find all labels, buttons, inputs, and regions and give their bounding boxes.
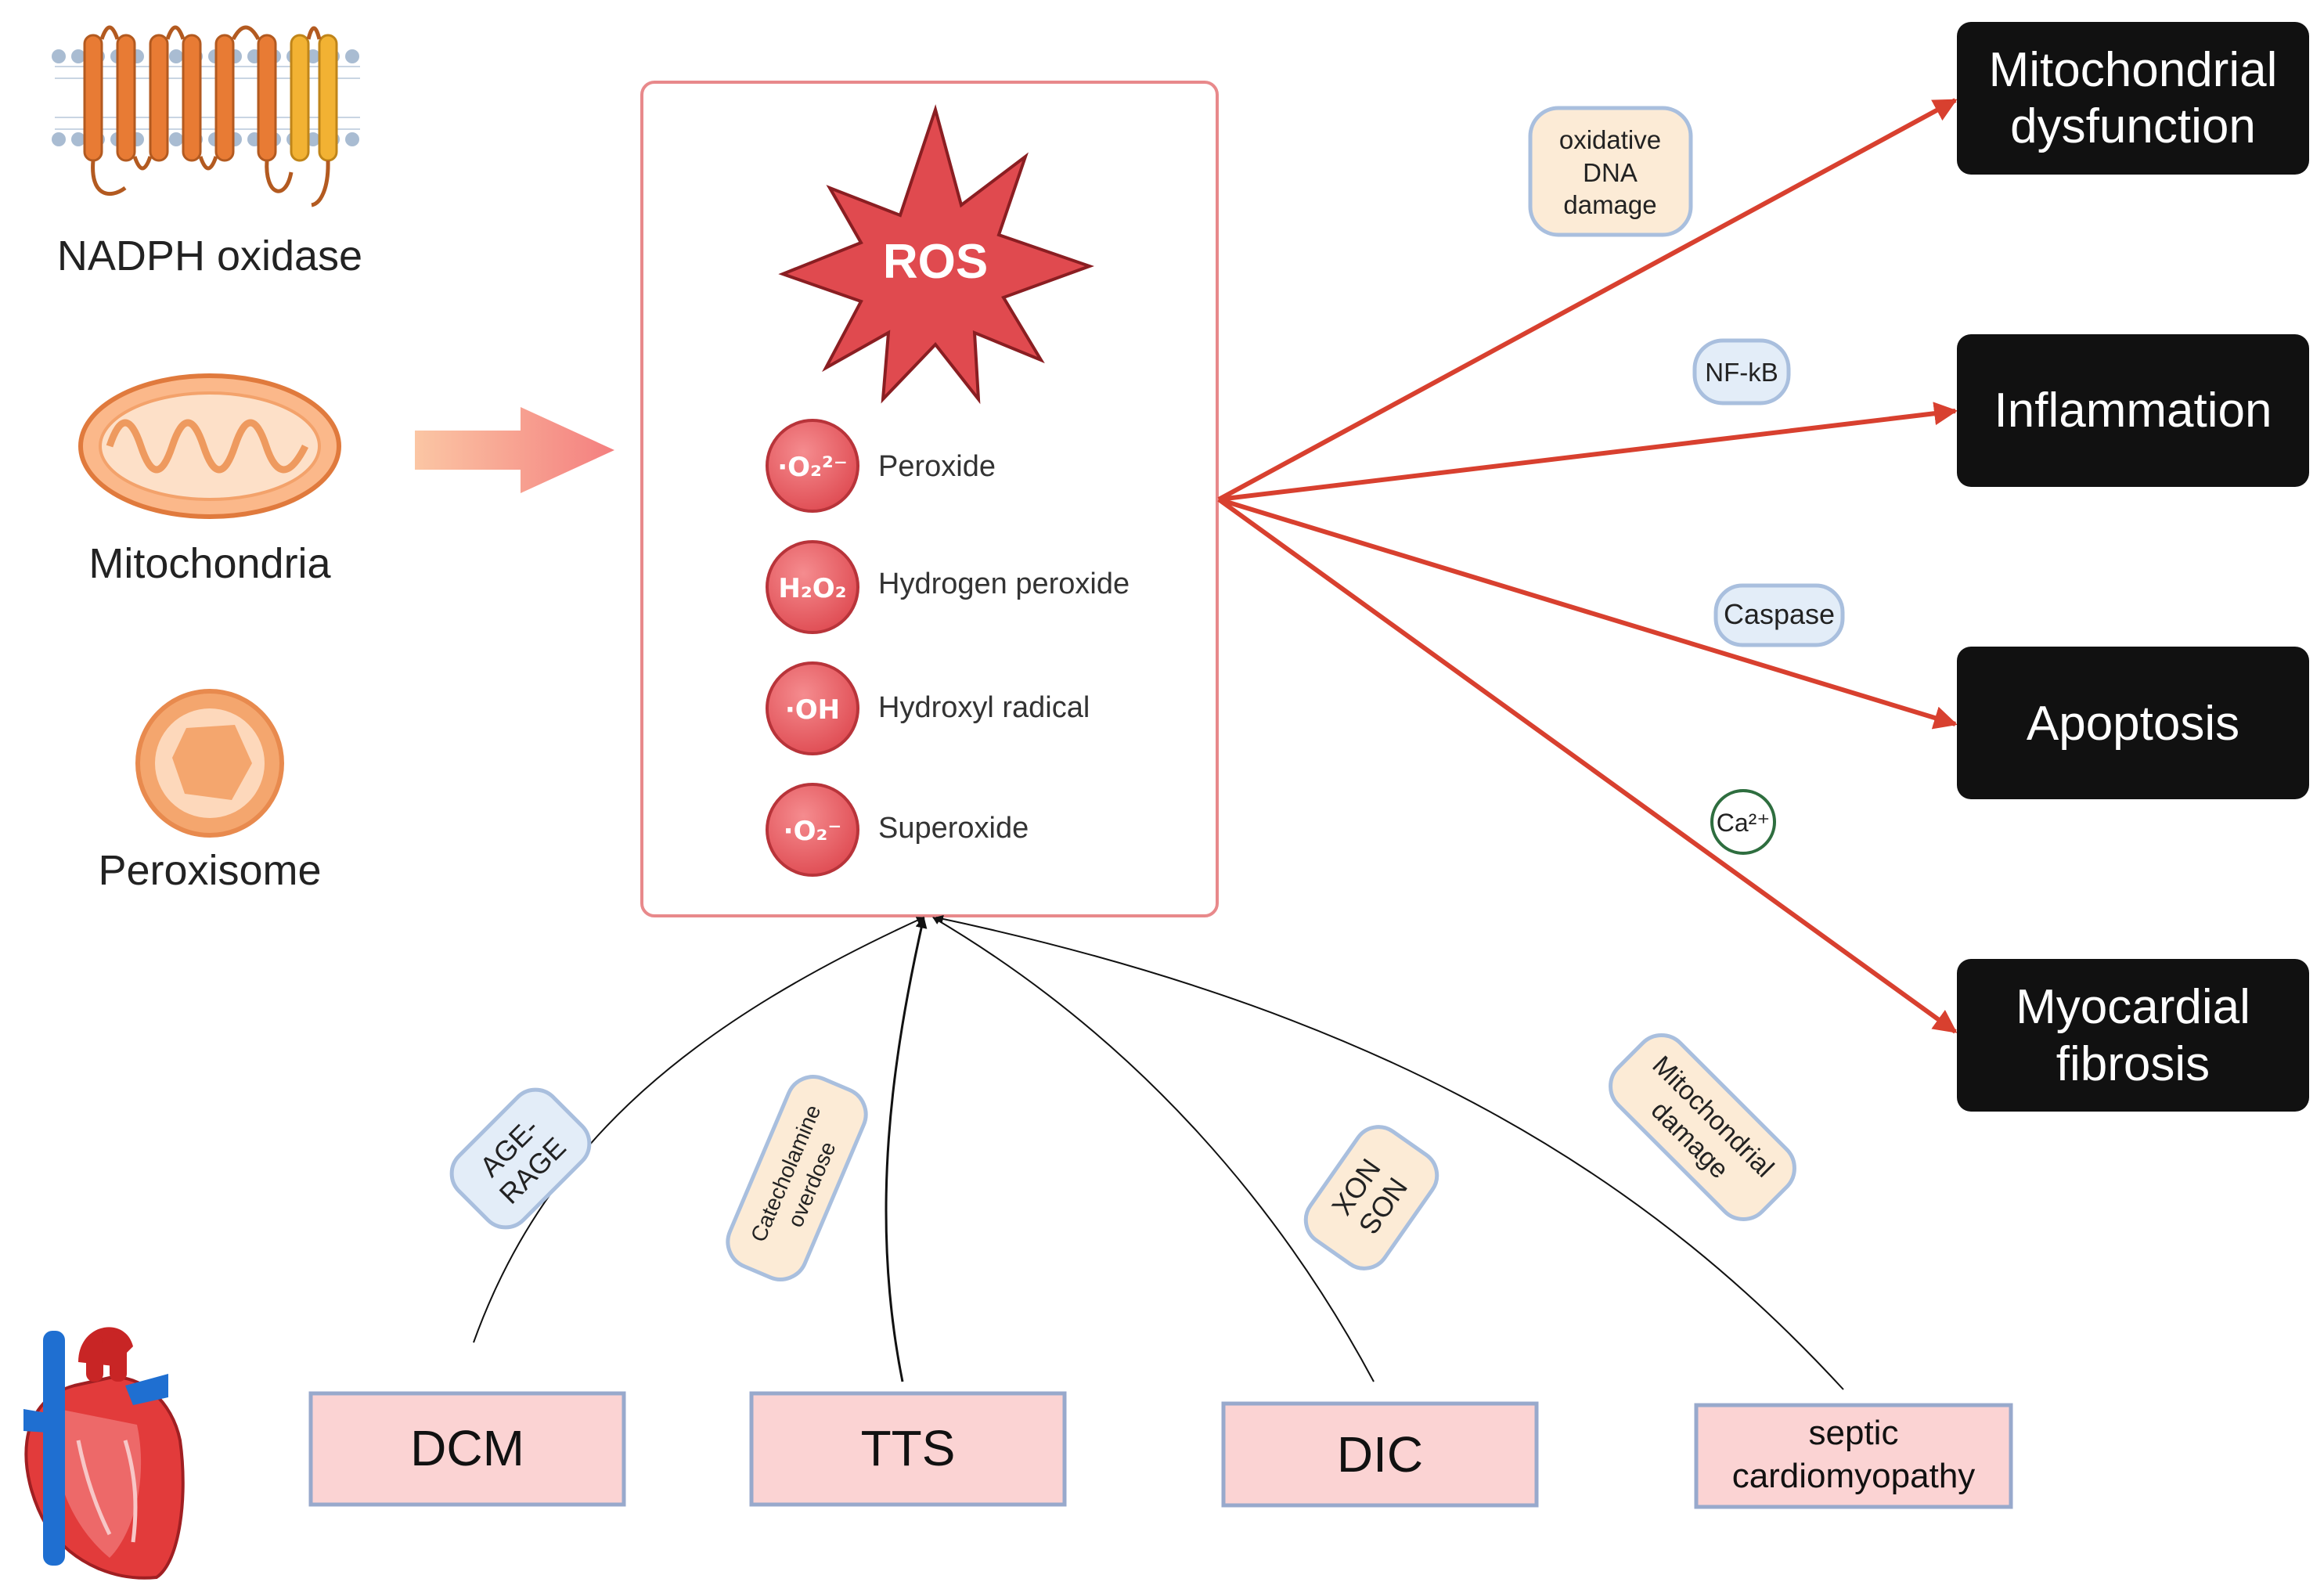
peroxide-label: Peroxide [878,450,996,483]
nadph-oxidase-label: NADPH oxidase [57,232,362,279]
svg-text:damage: damage [1563,190,1656,219]
species-superoxide: ·O₂⁻ Superoxide [766,783,1029,877]
cause-septic-cardiomyopathy: septic cardiomyopathy [1694,1403,2013,1509]
svg-text:·O₂⁻: ·O₂⁻ [784,816,842,847]
pill-calcium: Ca²⁺ [1710,789,1776,855]
hydrogen-peroxide-badge [766,540,859,634]
svg-text:Inflammation: Inflammation [1994,384,2272,438]
species-peroxide: ·O₂²⁻ Peroxide [766,419,996,513]
outcome-inflammation: Inflammation [1957,334,2309,487]
heart-icon [23,1327,185,1580]
arrow-to-myocardial-fibrosis [1217,497,1958,1034]
svg-text:Caspase: Caspase [1724,598,1835,630]
mitochondria-icon [78,373,341,519]
svg-text:·O₂²⁻: ·O₂²⁻ [777,452,848,483]
svg-text:DNA: DNA [1583,158,1638,187]
pill-nos-nox: NOS NOX [1303,1125,1439,1270]
pill-caspase: Caspase [1713,583,1845,647]
svg-text:oxidative: oxidative [1559,125,1661,154]
svg-text:·OH: ·OH [785,694,840,726]
outcome-mitochondrial-dysfunction: Mitochondrial dysfunction [1957,22,2309,175]
arrow-septic-to-ros [935,914,1844,1390]
peroxisome-icon [135,689,284,838]
nadph-oxidase-icon [52,25,360,207]
svg-text:Mitochondrial: Mitochondrial [1989,43,2278,97]
species-hydroxyl-radical: ·OH Hydroxyl radical [766,661,1090,755]
pill-oxidative-dna-damage: oxidative DNA damage [1528,106,1693,237]
peroxisome-label: Peroxisome [98,847,321,894]
cause-tts: TTS [749,1391,1067,1507]
mitochondria-label: Mitochondria [88,540,331,587]
superoxide-badge [766,783,859,877]
arrow-tts-to-ros [885,916,928,1382]
cause-dcm: DCM [308,1391,626,1507]
pill-age-rage: AGE- RAGE [449,1087,592,1230]
arrow-dcm-to-ros [473,917,924,1343]
hydroxyl-radical-badge [766,661,859,755]
svg-text:septic: septic [1809,1414,1899,1452]
peroxide-badge [766,419,859,513]
arrow-dic-to-ros [932,917,1375,1382]
svg-text:dysfunction: dysfunction [2010,99,2256,153]
arrow-to-inflammation [1218,402,1958,502]
outcome-myocardial-fibrosis: Myocardial fibrosis [1957,959,2309,1112]
svg-text:Myocardial: Myocardial [2016,980,2250,1034]
svg-text:Ca²⁺: Ca²⁺ [1717,809,1770,837]
pill-catecholamine-overdose: Catecholamine overdose [726,1075,868,1281]
species-hydrogen-peroxide: H₂O₂ Hydrogen peroxide [766,540,1130,634]
hydrogen-peroxide-label: Hydrogen peroxide [878,568,1130,600]
arrow-to-mito-dysfunction [1217,98,1958,502]
sources-to-ros-arrow [415,407,614,493]
svg-text:fibrosis: fibrosis [2056,1037,2210,1091]
cause-dic: DIC [1221,1401,1539,1508]
svg-text:DIC: DIC [1337,1426,1423,1483]
svg-text:DCM: DCM [410,1420,524,1476]
pill-nfkb: NF-kB [1692,338,1791,405]
svg-text:NF-kB: NF-kB [1705,358,1778,387]
ros-burst-icon [778,104,1094,405]
svg-text:H₂O₂: H₂O₂ [778,573,846,604]
svg-text:cardiomyopathy: cardiomyopathy [1732,1457,1976,1495]
svg-text:TTS: TTS [861,1420,956,1476]
hydroxyl-radical-label: Hydroxyl radical [878,691,1090,724]
arrow-to-apoptosis [1218,497,1958,730]
svg-text:Apoptosis: Apoptosis [2027,697,2239,751]
outcome-apoptosis: Apoptosis [1957,647,2309,799]
ros-title: ROS [883,235,988,289]
superoxide-label: Superoxide [878,812,1029,845]
